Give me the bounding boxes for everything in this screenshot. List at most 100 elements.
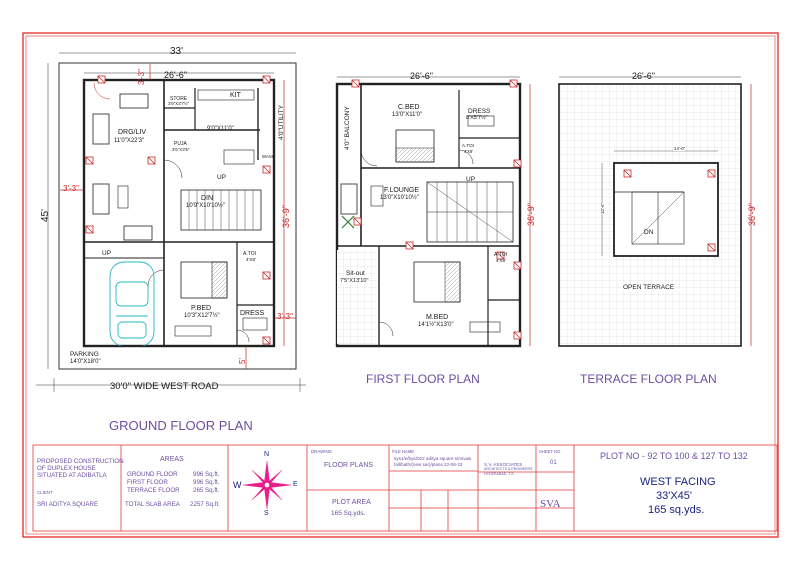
plant-icon bbox=[341, 215, 355, 229]
tb-company-l3: HYDERABAD, T.S. bbox=[484, 472, 515, 476]
gf-dim-inner: 26'-6" bbox=[164, 70, 187, 80]
tb-sheet-no-label: SHEET NO bbox=[539, 449, 561, 454]
facing-line-1: WEST FACING bbox=[640, 476, 716, 488]
car-outline bbox=[109, 261, 155, 347]
ff-room-toi1: A.TOI bbox=[462, 143, 474, 148]
gf-room-kit: KIT bbox=[230, 92, 241, 99]
ff-room-mbed: M.BED bbox=[426, 314, 449, 321]
gf-dim-front: 5' bbox=[238, 358, 247, 364]
ff-dim-inner: 26'-6" bbox=[410, 71, 433, 81]
tb-sheet-no: 01 bbox=[550, 460, 557, 466]
gf-dim-width: 33' bbox=[170, 46, 184, 57]
tb-project-l3: SITUATED AT ADIBATLA bbox=[37, 472, 107, 479]
sitout-tiles bbox=[337, 250, 377, 344]
gf-room-parking: PARKING bbox=[70, 351, 99, 358]
facing-line-3: 165 sq.yds. bbox=[648, 504, 705, 516]
tb-file-l2: fall/bath/(new sar)/plans 22-06-23 bbox=[394, 462, 463, 467]
ff-room-cbed-size: 13'0"X11'0" bbox=[392, 112, 423, 118]
tf-label-dn: DN bbox=[644, 229, 654, 236]
tb-compass-n: N bbox=[264, 451, 270, 458]
ground-window-markers bbox=[85, 75, 271, 345]
tb-logo: SVA bbox=[540, 498, 561, 510]
inner-border bbox=[25, 35, 776, 535]
tb-total-val: 2257 Sq.ft. bbox=[190, 501, 220, 508]
tb-file-l1: sys1/e/bys/022 aditya square sirnivasi bbox=[394, 456, 472, 461]
first-window-markers bbox=[351, 79, 522, 340]
terrace-floor-plan bbox=[558, 83, 742, 347]
gf-room-pbed: P.BED bbox=[191, 305, 212, 312]
tb-project-l2: OF DUPLEX HOUSE bbox=[37, 465, 96, 472]
tb-compass-s: S bbox=[264, 510, 269, 517]
gf-room-wash: WASH bbox=[262, 154, 276, 159]
ff-room-sitout: Sit-out bbox=[346, 270, 365, 277]
gf-dim-side: 36'-9" bbox=[281, 205, 291, 228]
tb-areas-title: AREAS bbox=[160, 456, 184, 463]
tb-drawing-label: DRAWING bbox=[311, 449, 333, 454]
ff-room-flounge-size: 13'0"X10'10½" bbox=[380, 195, 419, 201]
ff-room-toi2-size: 4'X8' bbox=[496, 258, 506, 263]
facing-line-2: 33'X45' bbox=[656, 490, 693, 502]
gf-label-up-2: UP bbox=[102, 250, 112, 257]
tb-compass-w: W bbox=[233, 480, 242, 490]
ff-label-up: UP bbox=[466, 176, 476, 183]
tb-client: SRI ADITYA SQUARE bbox=[37, 501, 99, 508]
tb-file-label: FILE NAME bbox=[392, 449, 415, 454]
gf-dim-depth: 45' bbox=[40, 208, 51, 222]
tf-dim-head-w: 14'-0" bbox=[674, 146, 686, 151]
gf-dim-setback-left: 3'-3" bbox=[63, 184, 79, 193]
tb-drawing: FLOOR PLANS bbox=[324, 462, 374, 469]
gf-room-pbed-size: 10'3"X12'7½" bbox=[184, 313, 220, 319]
tb-tf-val: 265 Sq.ft. bbox=[193, 487, 220, 494]
tf-dim-head-h: 10'-6" bbox=[600, 202, 605, 214]
tf-label-open: OPEN TERRACE bbox=[622, 284, 676, 291]
ff-room-flounge: F.LOUNGE bbox=[384, 187, 420, 194]
gf-room-parking-size: 14'0"X18'0" bbox=[70, 359, 101, 365]
ff-dim-side: 36'-9" bbox=[526, 203, 536, 226]
tb-company-l2: ARCHITECTS & ENGINEERS bbox=[484, 467, 533, 471]
gf-room-drg-liv: DRG/LIV bbox=[118, 129, 147, 136]
tb-total-label: TOTAL SLAB AREA bbox=[125, 501, 180, 508]
tb-compass-e: E bbox=[293, 481, 298, 488]
ff-room-balcony: 4'0" BALCONY bbox=[344, 106, 351, 150]
ff-room-mbed-size: 14'1½"X13'0" bbox=[418, 322, 454, 328]
ff-room-toi2: A.TOI bbox=[494, 252, 507, 258]
tf-title: TERRACE FLOOR PLAN bbox=[580, 372, 717, 386]
ff-room-toi1-size: 4'X8' bbox=[464, 149, 474, 154]
gf-room-puja: PUJA bbox=[174, 141, 187, 147]
outer-border bbox=[22, 32, 779, 538]
gf-room-toi-size: 4'X8' bbox=[246, 257, 256, 262]
ground-floor-plan bbox=[58, 62, 297, 370]
tb-gf-label: GROUND FLOOR bbox=[127, 471, 178, 478]
tb-plot-area: 165 Sq.yds. bbox=[331, 510, 366, 517]
gf-room-din-size: 10'9"X10'10½" bbox=[186, 203, 225, 209]
ff-title: FIRST FLOOR PLAN bbox=[366, 372, 480, 386]
gf-dim-setback-top: 3'-3" bbox=[137, 69, 146, 85]
compass-rose bbox=[242, 460, 292, 510]
title-block bbox=[32, 444, 778, 532]
gf-room-drg-liv-size: 11'0"X22'3" bbox=[114, 138, 145, 144]
gf-dim-setback-right: 3'-3" bbox=[277, 312, 293, 321]
gf-room-store: STORE bbox=[170, 96, 188, 102]
ff-room-cbed: C.BED bbox=[398, 104, 420, 111]
ff-room-dress-size: 8'X5'7½" bbox=[466, 115, 488, 121]
tf-dim-side: 36'-9" bbox=[747, 203, 757, 226]
gf-room-puja-size: 3'6"X3'6" bbox=[172, 147, 190, 152]
ff-room-dress: DRESS bbox=[468, 108, 491, 115]
gf-road-label: 30'0" WIDE WEST ROAD bbox=[110, 381, 219, 392]
tb-gf-val: 996 Sq.ft. bbox=[193, 471, 220, 478]
tb-tf-label: TERRACE FLOOR bbox=[127, 487, 180, 494]
gf-room-store-size: 3'9"X3'7½" bbox=[168, 101, 190, 106]
tb-company-l1: S.V. ASSOCIATES bbox=[484, 462, 523, 467]
tb-ff-label: FIRST FLOOR bbox=[127, 479, 168, 486]
gf-label-up-1: UP bbox=[217, 174, 227, 181]
ff-room-sitout-size: 7'5"X13'10" bbox=[340, 278, 369, 284]
gf-room-toi: A.TOI bbox=[243, 251, 256, 257]
tb-plot-area-label: PLOT AREA bbox=[332, 499, 371, 506]
tb-project-l1: PROPOSED CONSTRUCTION bbox=[37, 458, 124, 465]
gf-room-dress: DRESS bbox=[240, 310, 265, 317]
tb-ff-val: 996 Sq.ft. bbox=[193, 479, 220, 486]
gf-room-utility: 4'0"UTILITY bbox=[278, 105, 285, 140]
plot-info: PLOT NO - 92 TO 100 & 127 TO 132 bbox=[600, 451, 748, 461]
tb-client-label: CLIENT bbox=[37, 490, 53, 495]
terrace-window-markers bbox=[623, 169, 716, 252]
